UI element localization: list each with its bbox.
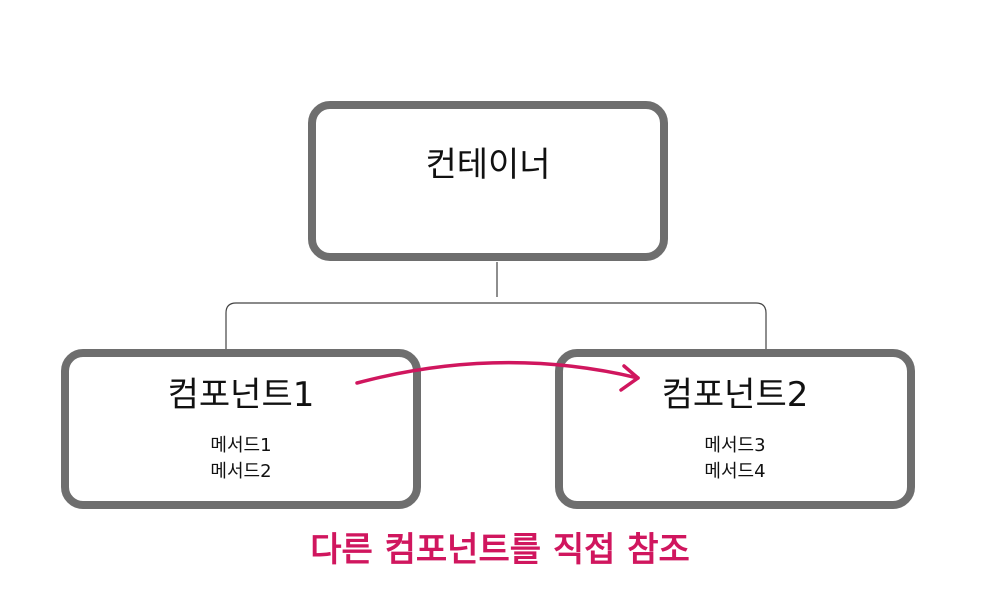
reference-arrow (355, 360, 640, 385)
component2-method-list: 메서드3 메서드4 (563, 433, 907, 485)
method-item: 메서드1 (210, 435, 272, 456)
method-item: 메서드3 (704, 435, 766, 456)
component1-label: 컴포넌트1 (167, 375, 315, 415)
container-box: 컨테이너 (308, 101, 668, 261)
component1-method-list: 메서드1 메서드2 (69, 433, 413, 485)
method-item: 메서드4 (704, 461, 766, 482)
reference-caption: 다른 컴포넌트를 직접 참조 (310, 530, 690, 570)
method-item: 메서드2 (210, 461, 272, 482)
component1-box: 컴포넌트1 메서드1 메서드2 (61, 349, 421, 509)
container-label: 컨테이너 (425, 145, 551, 185)
component2-label: 컴포넌트2 (661, 375, 809, 415)
reference-arrow-head (619, 364, 640, 392)
component2-box: 컴포넌트2 메서드3 메서드4 (555, 349, 915, 509)
tree-connector (225, 262, 767, 349)
